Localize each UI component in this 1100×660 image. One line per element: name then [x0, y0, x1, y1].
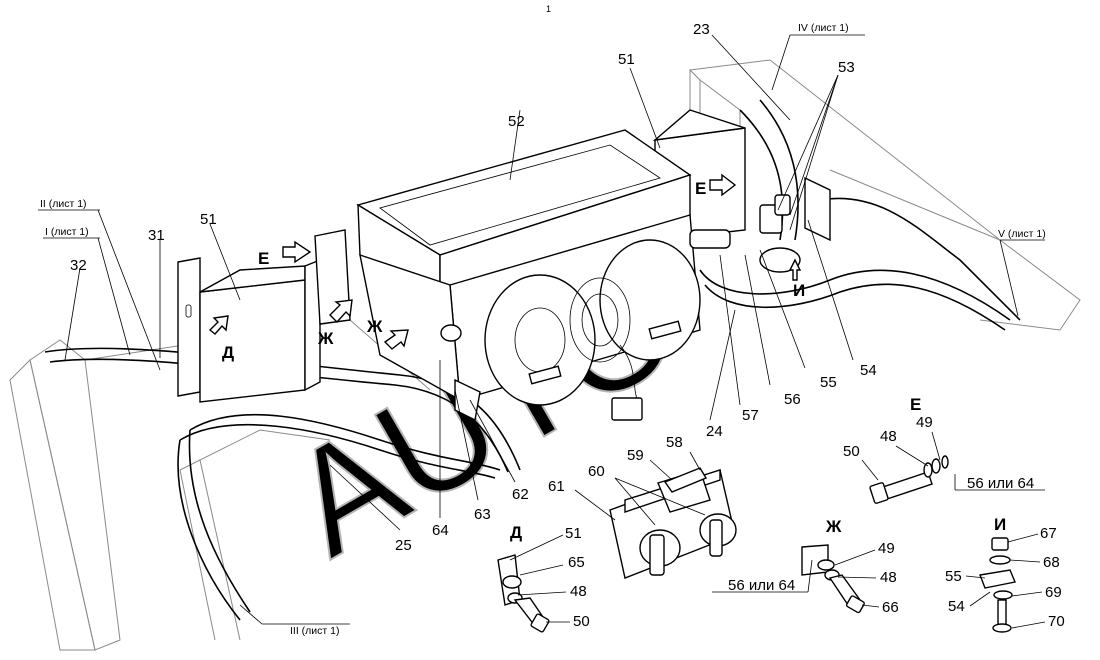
- sheet-ref-ii: II (лист 1): [40, 198, 87, 210]
- callout-65: 65: [568, 554, 585, 571]
- fastener-stack-d: [497, 554, 550, 633]
- callout-61: 61: [548, 478, 565, 495]
- callout-52: 52: [508, 113, 525, 130]
- sheet-ref-iii: III (лист 1): [290, 625, 339, 637]
- view-letter-d-frame: Д: [222, 343, 234, 362]
- alt-label-e: 56 или 64: [967, 475, 1034, 492]
- callout-25: 25: [395, 537, 412, 554]
- callout-70: 70: [1048, 613, 1065, 630]
- callout-57: 57: [742, 407, 759, 424]
- callout-56: 56: [784, 391, 801, 408]
- callout-63: 63: [474, 506, 491, 523]
- top-mark: 1: [546, 4, 551, 14]
- callout-49-e: 49: [916, 414, 933, 431]
- sheet-ref-iv: IV (лист 1): [798, 22, 849, 34]
- control-panel: [609, 467, 737, 579]
- callout-numbers: 32 31 51 52 51 23 53 54 55 56 57 24 25 6…: [70, 21, 1065, 630]
- view-letter-zh-left: Ж: [317, 329, 334, 348]
- callout-51-right: 51: [618, 51, 635, 68]
- callout-55-i: 55: [945, 568, 962, 585]
- view-letter-zh-right: Ж: [366, 317, 383, 336]
- callout-51-d: 51: [565, 525, 582, 542]
- callout-62: 62: [512, 486, 529, 503]
- sheet-ref-v: V (лист 1): [998, 228, 1046, 240]
- callout-59: 59: [627, 447, 644, 464]
- callout-51-left: 51: [200, 211, 217, 228]
- fastener-stack-i: [979, 537, 1016, 633]
- fastener-stack-zh: [801, 544, 865, 614]
- view-arrows: [208, 173, 802, 350]
- valve-assembly: [689, 194, 801, 273]
- heater-unit-52: [356, 129, 701, 422]
- view-letters: Е Е Ж Ж Д И Е Д Ж И: [222, 179, 1006, 542]
- detail-leaders: [509, 431, 1046, 629]
- callout-64-frame: 64: [432, 522, 449, 539]
- sheet-references: II (лист 1) I (лист 1) IV (лист 1) V (ли…: [38, 22, 1046, 637]
- callout-58: 58: [666, 434, 683, 451]
- view-letter-i-detail: И: [994, 515, 1006, 534]
- view-letter-d-detail: Д: [510, 523, 522, 542]
- fastener-stack-e: [869, 455, 949, 504]
- callout-69: 69: [1045, 584, 1062, 601]
- callout-49-zh: 49: [878, 540, 895, 557]
- leader-lines: [64, 34, 1045, 625]
- alt-label-zh: 56 или 64: [728, 577, 795, 594]
- callout-31: 31: [148, 227, 165, 244]
- callout-32: 32: [70, 257, 87, 274]
- callout-60: 60: [588, 463, 605, 480]
- view-letter-i-frame: И: [793, 281, 805, 300]
- callout-23: 23: [693, 21, 710, 38]
- callout-50-d: 50: [573, 613, 590, 630]
- callout-66: 66: [882, 599, 899, 616]
- view-letter-e-detail: Е: [910, 395, 921, 414]
- callout-55: 55: [820, 374, 837, 391]
- callout-54-i: 54: [948, 598, 965, 615]
- callout-54: 54: [860, 362, 877, 379]
- view-letter-e-left: Е: [258, 249, 269, 268]
- callout-53: 53: [838, 59, 855, 76]
- callout-48-e: 48: [880, 428, 897, 445]
- view-letter-e-right: Е: [695, 179, 706, 198]
- callout-48-d: 48: [570, 583, 587, 600]
- callout-24: 24: [706, 423, 723, 440]
- callout-48-zh: 48: [880, 569, 897, 586]
- callout-68: 68: [1043, 554, 1060, 571]
- view-letter-zh-detail: Ж: [825, 517, 842, 536]
- sheet-ref-i: I (лист 1): [45, 226, 89, 238]
- callout-67: 67: [1040, 525, 1057, 542]
- callout-50-e: 50: [843, 443, 860, 460]
- bracket-51-left: [177, 257, 321, 403]
- hoses: [44, 99, 1021, 621]
